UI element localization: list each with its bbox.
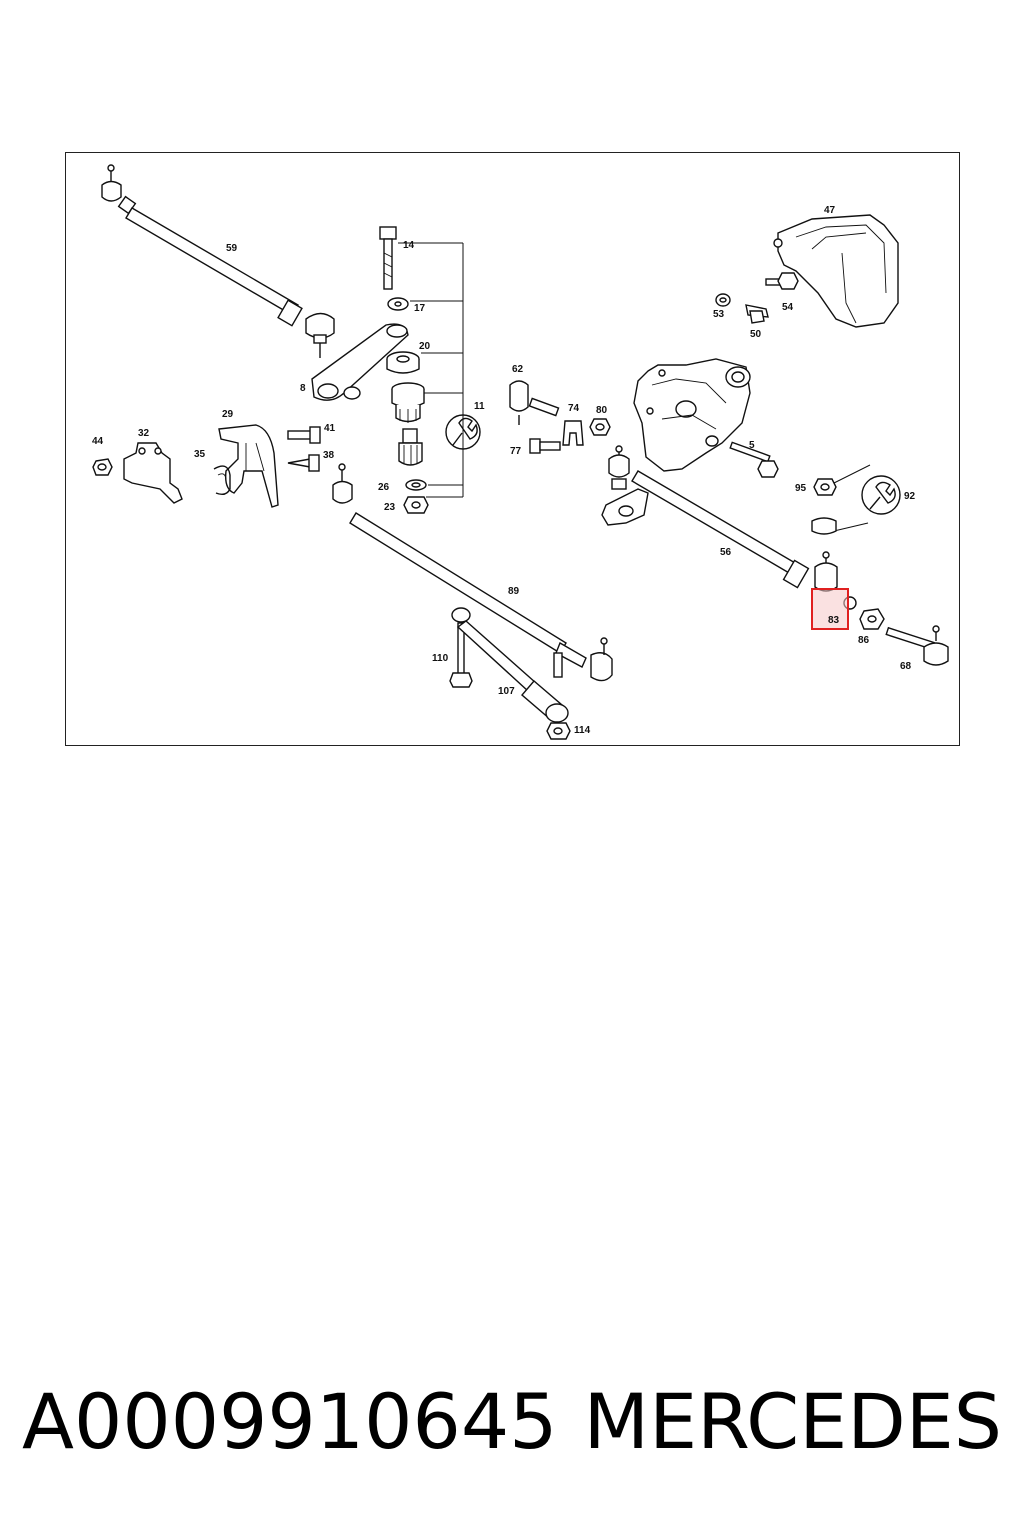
part-110-bolt[interactable]: [449, 622, 473, 688]
parts-diagram: 59 14 17 8 20: [65, 152, 960, 746]
part-74-bushing[interactable]: [562, 420, 584, 446]
label-53: 53: [713, 309, 725, 320]
label-11: 11: [474, 401, 485, 412]
part-54-bolt[interactable]: [765, 272, 799, 290]
part-114-nut[interactable]: [546, 722, 571, 740]
part-50-bolt[interactable]: [745, 304, 769, 324]
label-17: 17: [414, 303, 426, 314]
part-11-idler-bearing[interactable]: [391, 382, 425, 466]
label-47: 47: [824, 205, 836, 216]
part-20-bushing[interactable]: [386, 351, 420, 374]
label-77: 77: [510, 446, 522, 457]
label-86: 86: [858, 635, 870, 646]
part-41-bolt[interactable]: [287, 426, 321, 444]
label-59: 59: [226, 243, 238, 254]
brand-name: MERCEDES: [583, 1377, 1002, 1466]
label-68: 68: [900, 661, 912, 672]
label-89: 89: [508, 586, 520, 597]
part-77-bolt[interactable]: [529, 438, 561, 454]
label-44: 44: [92, 436, 104, 447]
steering-linkage-drawing: 59 14 17 8 20: [92, 164, 949, 740]
label-41: 41: [324, 423, 336, 434]
label-50: 50: [750, 329, 762, 340]
label-14: 14: [403, 240, 415, 251]
part-44-nut[interactable]: [92, 458, 113, 476]
label-83: 83: [828, 615, 840, 626]
part-86-nut[interactable]: [859, 608, 885, 630]
part-95-nut[interactable]: [813, 478, 837, 496]
label-23: 23: [384, 502, 396, 513]
wrench-icon: [861, 475, 901, 515]
label-74: 74: [568, 403, 580, 414]
steering-gear-box[interactable]: [633, 358, 751, 472]
part-38-screw[interactable]: [287, 454, 320, 472]
pitman-arm[interactable]: [601, 488, 649, 526]
label-62: 62: [512, 364, 524, 375]
part-89-drag-link[interactable]: [332, 463, 613, 682]
label-80: 80: [596, 405, 608, 416]
highlight-box-83[interactable]: [811, 588, 849, 630]
label-107: 107: [498, 686, 515, 697]
part-32-bracket[interactable]: [123, 442, 183, 504]
label-56: 56: [720, 547, 732, 558]
footer: A0009910645 MERCEDES: [0, 1372, 1024, 1472]
part-53-washer[interactable]: [715, 293, 731, 307]
label-92: 92: [904, 491, 916, 502]
part-29-bracket[interactable]: [218, 424, 279, 508]
part-26-washer[interactable]: [405, 479, 427, 491]
part-number: A0009910645: [22, 1377, 558, 1466]
part-35-clip[interactable]: [213, 465, 231, 496]
label-20: 20: [419, 341, 431, 352]
part-80-nut[interactable]: [589, 418, 611, 436]
bracket-idler-group: [398, 242, 464, 498]
label-114: 114: [574, 725, 591, 736]
label-5: 5: [749, 440, 755, 451]
label-95: 95: [795, 483, 807, 494]
part-17-washer[interactable]: [387, 297, 409, 311]
label-35: 35: [194, 449, 206, 460]
part-68-tie-rod-end[interactable]: [885, 625, 949, 666]
part-56-tie-rod[interactable]: [608, 445, 810, 589]
part-14-bolt[interactable]: [379, 226, 397, 290]
label-110: 110: [432, 653, 449, 664]
label-32: 32: [138, 428, 150, 439]
label-8: 8: [300, 383, 306, 394]
part-47-shield[interactable]: [773, 214, 899, 328]
part-23-nut[interactable]: [403, 496, 429, 514]
label-29: 29: [222, 409, 234, 420]
label-54: 54: [782, 302, 794, 313]
part-5-bolt[interactable]: [729, 441, 779, 478]
part-62-ball-joint[interactable]: [509, 380, 560, 425]
part-8-idler-arm[interactable]: [311, 323, 409, 401]
label-26: 26: [378, 482, 390, 493]
part-107-steering-damper[interactable]: [451, 607, 569, 723]
label-38: 38: [323, 450, 335, 461]
part-59-tie-rod[interactable]: [101, 164, 335, 358]
bracket-right-group: [811, 464, 871, 535]
